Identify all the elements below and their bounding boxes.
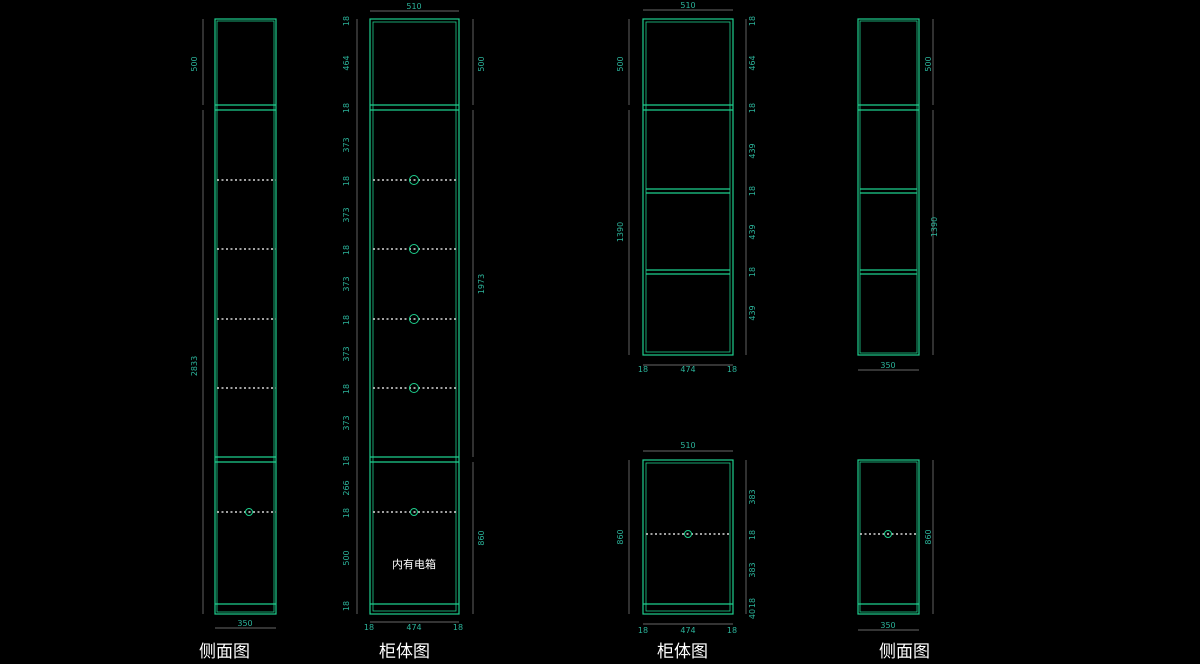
dim-label: 474 (406, 623, 421, 632)
cam-fitting (410, 508, 418, 516)
cabinet-view-tall: 510 18 464 18 373 18 373 18 373 18 373 1… (342, 2, 486, 632)
dim-label: 373 (342, 137, 351, 152)
dim-label: 18 (342, 16, 351, 26)
dim-label: 350 (237, 619, 252, 628)
side-view-tall: 500 2833 350 (190, 18, 277, 629)
dim-label: 18 (342, 384, 351, 394)
dim-label: 1390 (616, 222, 625, 242)
caption-cabinet-view-left: 柜体图 (379, 642, 430, 662)
dim-label: 500 (477, 56, 486, 71)
dim-label: 510 (680, 441, 695, 450)
dim-label: 18 (453, 623, 463, 632)
dim-label: 18 (342, 315, 351, 325)
side-panel-outline (214, 18, 277, 615)
dim-label: 464 (342, 55, 351, 70)
dim-label: 18 (748, 530, 757, 540)
dim-label: 373 (342, 415, 351, 430)
dim-label: 373 (342, 346, 351, 361)
side-panel-outline (857, 18, 920, 356)
cabinet-view-lower: 510 860 383 18 383 40 18 18 474 18 (616, 441, 757, 635)
dim-label: 464 (748, 55, 757, 70)
dim-label: 266 (342, 480, 351, 495)
dim-label: 383 (748, 489, 757, 504)
caption-cabinet-view-right: 柜体图 (657, 642, 708, 662)
cabinet-outline (642, 459, 734, 615)
dim-label: 18 (748, 16, 757, 26)
dim-label: 18 (342, 508, 351, 518)
cam-fitting (684, 530, 692, 538)
dim-label: 1973 (477, 274, 486, 294)
dim-label: 18 (638, 626, 648, 635)
dim-label: 2833 (190, 356, 199, 376)
side-panel-inner (859, 20, 918, 354)
dim-label: 860 (924, 529, 933, 544)
dim-label: 40 (748, 609, 757, 619)
side-view-upper: 500 1390 350 (857, 18, 939, 371)
dim-label: 500 (924, 56, 933, 71)
dim-label: 18 (342, 176, 351, 186)
cabinet-view-upper: 510 500 1390 18 464 18 439 18 439 18 439… (616, 1, 757, 374)
cam-fitting (409, 175, 419, 185)
cam-fitting (409, 314, 419, 324)
caption-side-view-left: 侧面图 (199, 642, 250, 662)
cabinet-inner (645, 21, 731, 353)
dim-label: 18 (342, 103, 351, 113)
side-panel-inner (859, 461, 918, 613)
dim-label: 18 (638, 365, 648, 374)
cam-fitting (409, 244, 419, 254)
dim-label: 439 (748, 224, 757, 239)
dim-label: 383 (748, 562, 757, 577)
dim-label: 510 (680, 1, 695, 10)
dim-label: 18 (342, 601, 351, 611)
dim-label: 439 (748, 143, 757, 158)
dim-label: 860 (477, 530, 486, 545)
dim-label: 373 (342, 207, 351, 222)
side-panel-outline (857, 459, 920, 615)
dim-label: 18 (748, 598, 757, 608)
dim-label: 18 (727, 365, 737, 374)
cabinet-outline (642, 18, 734, 356)
dim-label: 500 (190, 56, 199, 71)
dim-label: 350 (880, 361, 895, 370)
cabinet-outline (369, 18, 460, 615)
cam-fitting (884, 530, 892, 538)
cabinet-inner (645, 462, 731, 612)
dim-label: 18 (727, 626, 737, 635)
dim-label: 18 (748, 186, 757, 196)
cam-fitting (409, 383, 419, 393)
dim-label: 439 (748, 305, 757, 320)
dim-label: 474 (680, 365, 695, 374)
cam-fitting (245, 508, 253, 516)
dim-label: 18 (748, 103, 757, 113)
caption-side-view-right: 侧面图 (879, 642, 930, 662)
side-view-lower: 860 350 (857, 459, 934, 631)
cabinet-inner (372, 21, 457, 612)
dim-label: 18 (342, 456, 351, 466)
dim-label: 18 (342, 245, 351, 255)
dim-label: 18 (364, 623, 374, 632)
side-panel-inner (216, 20, 275, 613)
dim-label: 1390 (930, 217, 939, 237)
dim-label: 350 (880, 621, 895, 630)
electrical-box-note: 内有电箱 (392, 558, 436, 571)
dim-label: 500 (342, 550, 351, 565)
dim-label: 500 (616, 56, 625, 71)
dim-label: 18 (748, 267, 757, 277)
dim-label: 373 (342, 276, 351, 291)
dim-label: 860 (616, 529, 625, 544)
dim-label: 474 (680, 626, 695, 635)
dim-label: 510 (406, 2, 421, 11)
